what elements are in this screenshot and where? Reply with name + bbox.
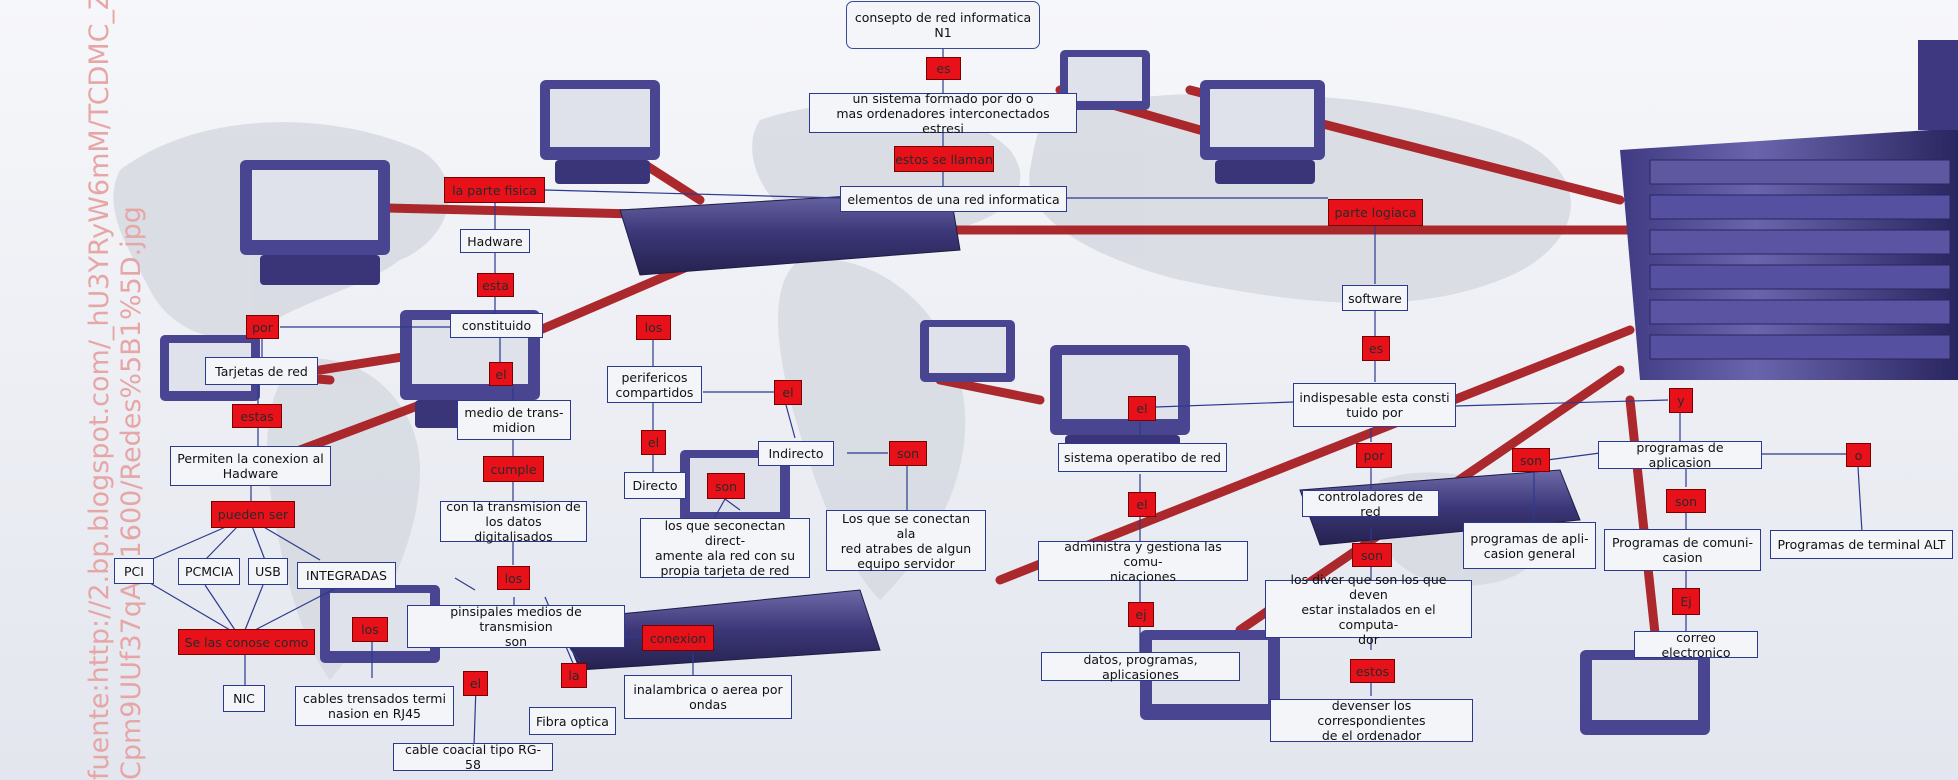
link-label-parte-logica: parte logiaca — [1328, 199, 1423, 226]
concept-node-cable-coacial: cable coacial tipo RG-58 — [393, 742, 553, 772]
concept-node-devenser: devenser los correspondientes de el orde… — [1270, 698, 1473, 743]
link-label-el-indirecto: el — [774, 380, 802, 405]
link-label-la-parte-fisica: la parte fisica — [444, 177, 545, 203]
server-rack — [1620, 40, 1958, 380]
link-label-los-perif: los — [636, 315, 671, 340]
concept-node-indirecto: Indirecto — [758, 441, 834, 466]
concept-node-concepto: consepto de red informatica N1 — [846, 1, 1040, 49]
concept-node-sistema-formado: un sistema formado por do o mas ordenado… — [809, 91, 1077, 136]
link-label-los-cables: los — [352, 617, 388, 642]
link-label-son-indirecto: son — [889, 441, 927, 466]
concept-node-programas-terminal: Programas de terminal ALT — [1770, 530, 1953, 559]
concept-node-integradas: INTEGRADAS — [297, 562, 396, 589]
link-label-el-coacial: el — [463, 671, 488, 696]
concept-node-tarjetas: Tarjetas de red — [205, 357, 318, 385]
concept-node-permiten: Permiten la conexion al Hadware — [170, 446, 331, 486]
concept-node-inalambrica: inalambrica o aerea por ondas — [624, 675, 792, 719]
link-label-los-pins: los — [497, 566, 530, 590]
concept-node-sistema-operativo: sistema operatibo de red — [1058, 443, 1227, 472]
link-label-son-general: son — [1512, 448, 1550, 472]
concept-node-drivers: los diver que son los que deven estar in… — [1265, 572, 1472, 647]
concept-node-programas-general: programas de apli- casion general — [1463, 522, 1596, 569]
link-label-es-software: es — [1362, 336, 1390, 361]
concept-node-administra: administra y gestiona las comu- nicacion… — [1038, 539, 1248, 584]
concept-node-medio: medio de trans- midion — [457, 400, 571, 440]
source-watermark: fuente:http://2.bp.blogspot.com/_hU3YRyW… — [84, 0, 148, 780]
link-label-ej-datos: ej — [1128, 602, 1154, 627]
link-label-el-admin: el — [1128, 492, 1156, 517]
concept-node-los-directo: los que seconectan direct- amente ala re… — [640, 518, 810, 578]
link-label-el-medio: el — [489, 362, 513, 386]
concept-node-elementos: elementos de una red informatica — [840, 186, 1067, 212]
concept-node-controladores: controladores de red — [1302, 489, 1439, 519]
link-label-esta: esta — [477, 273, 514, 297]
concept-node-constituido: constituido — [450, 313, 543, 338]
watermark-line-1: fuente:http://2.bp.blogspot.com/_hU3YRyW… — [84, 0, 115, 780]
concept-node-cumple-con: con la transmision de los datos digitali… — [440, 499, 587, 544]
link-label-cumple: cumple — [483, 456, 544, 482]
link-label-son-drivers: son — [1352, 543, 1392, 567]
concept-node-hadware: Hadware — [460, 229, 530, 253]
concept-node-nic: NIC — [223, 685, 265, 712]
link-label-el-directo: el — [641, 430, 666, 455]
link-label-la-fibra: la — [561, 663, 587, 688]
link-label-son-directo: son — [707, 473, 745, 499]
link-label-es: es — [926, 57, 961, 80]
concept-node-indispesable: indispesable esta consti tuido por — [1293, 383, 1456, 427]
link-label-son-comunic: son — [1666, 489, 1706, 513]
link-label-estos-dev: estos — [1350, 659, 1395, 683]
link-label-por: por — [246, 315, 279, 339]
concept-node-pci: PCI — [114, 558, 154, 584]
concept-node-los-indirecto: Los que se conectan ala red atrabes de a… — [826, 510, 986, 571]
link-label-se-las-conose: Se las conose como — [178, 629, 315, 655]
link-label-estas: estas — [232, 404, 282, 428]
concept-node-programas-aplicacion: programas de aplicasion — [1598, 440, 1762, 470]
concept-node-pcmcia: PCMCIA — [178, 558, 240, 585]
link-label-estos-se-llaman: estos se llaman — [894, 146, 994, 172]
watermark-line-2: Cpm9UUf37qA/s1600/Redes%5B1%5D.jpg — [116, 206, 147, 780]
rack-server-units — [559, 189, 1581, 671]
link-label-y: y — [1669, 388, 1693, 413]
link-label-o: o — [1846, 443, 1871, 467]
concept-node-fibra: Fibra optica — [529, 707, 616, 735]
link-label-por-ctrl: por — [1356, 443, 1392, 468]
concept-node-programas-comunicacion: Programas de comuni- casion — [1604, 529, 1761, 571]
link-label-el-so: el — [1128, 396, 1156, 421]
concept-node-pinsipales: pinsipales medios de transmision son — [407, 604, 625, 649]
concept-node-perifericos: perifericos compartidos — [607, 366, 702, 403]
concept-node-usb: USB — [248, 558, 288, 585]
link-label-pueden-ser: pueden ser — [211, 501, 295, 528]
concept-node-correo: correo electronico — [1634, 630, 1758, 660]
link-label-ej-correo: Ej — [1672, 588, 1700, 615]
concept-node-cables-trensados: cables trensados termi nasion en RJ45 — [295, 686, 454, 726]
link-label-conexion: conexion — [642, 625, 714, 651]
concept-node-software: software — [1342, 285, 1408, 311]
concept-node-directo: Directo — [624, 472, 686, 499]
concept-node-datos: datos, programas, aplicasiones — [1041, 652, 1240, 682]
